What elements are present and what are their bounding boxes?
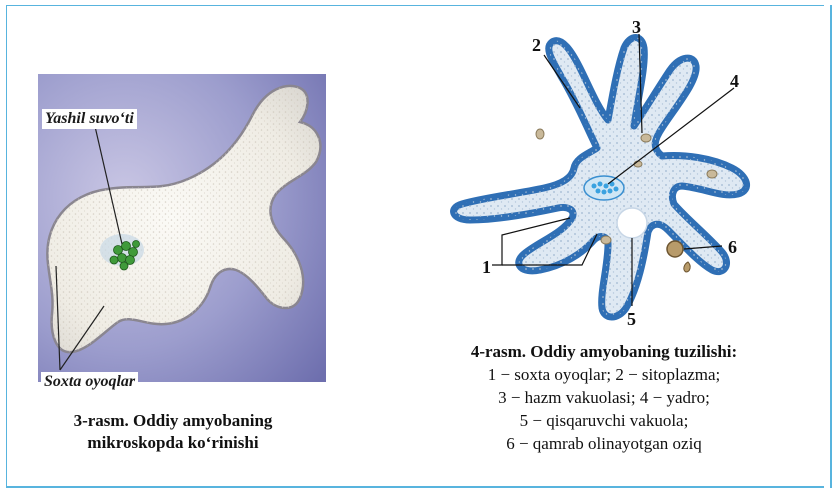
label-green-algae: Yashil suvo‘ti xyxy=(42,109,137,129)
right-caption-title: 4-rasm. Oddiy amyobaning tuzilishi: xyxy=(404,340,804,363)
right-caption-line: 6 − qamrab olinayotgan oziq xyxy=(404,432,804,455)
diagram-number: 6 xyxy=(728,238,737,256)
diagram-number: 5 xyxy=(627,310,636,328)
contractile-vacuole xyxy=(617,208,647,238)
left-caption: 3-rasm. Oddiy amyobaning mikroskopda ko‘… xyxy=(28,410,318,454)
label-pseudopods: Soxta oyoqlar xyxy=(41,372,138,392)
amoeba-diagram-drawing xyxy=(412,8,802,338)
right-caption-line: 3 − hazm vakuolasi; 4 − yadro; xyxy=(404,386,804,409)
diagram-number: 3 xyxy=(632,18,641,36)
engulfed-food xyxy=(667,241,683,257)
diagram-number: 1 xyxy=(482,258,491,276)
diagram-number: 2 xyxy=(532,36,541,54)
left-caption-line: mikroskopda ko‘rinishi xyxy=(28,432,318,454)
amoeba-structure-diagram: 1 2 3 4 5 6 xyxy=(412,8,802,338)
diagram-number: 4 xyxy=(730,72,739,90)
right-caption-line: 1 − soxta oyoqlar; 2 − sitoplazma; xyxy=(404,363,804,386)
right-caption-line: 5 − qisqaruvchi vakuola; xyxy=(404,409,804,432)
left-caption-line: 3-rasm. Oddiy amyobaning xyxy=(28,410,318,432)
right-caption: 4-rasm. Oddiy amyobaning tuzilishi: 1 − … xyxy=(404,340,804,455)
